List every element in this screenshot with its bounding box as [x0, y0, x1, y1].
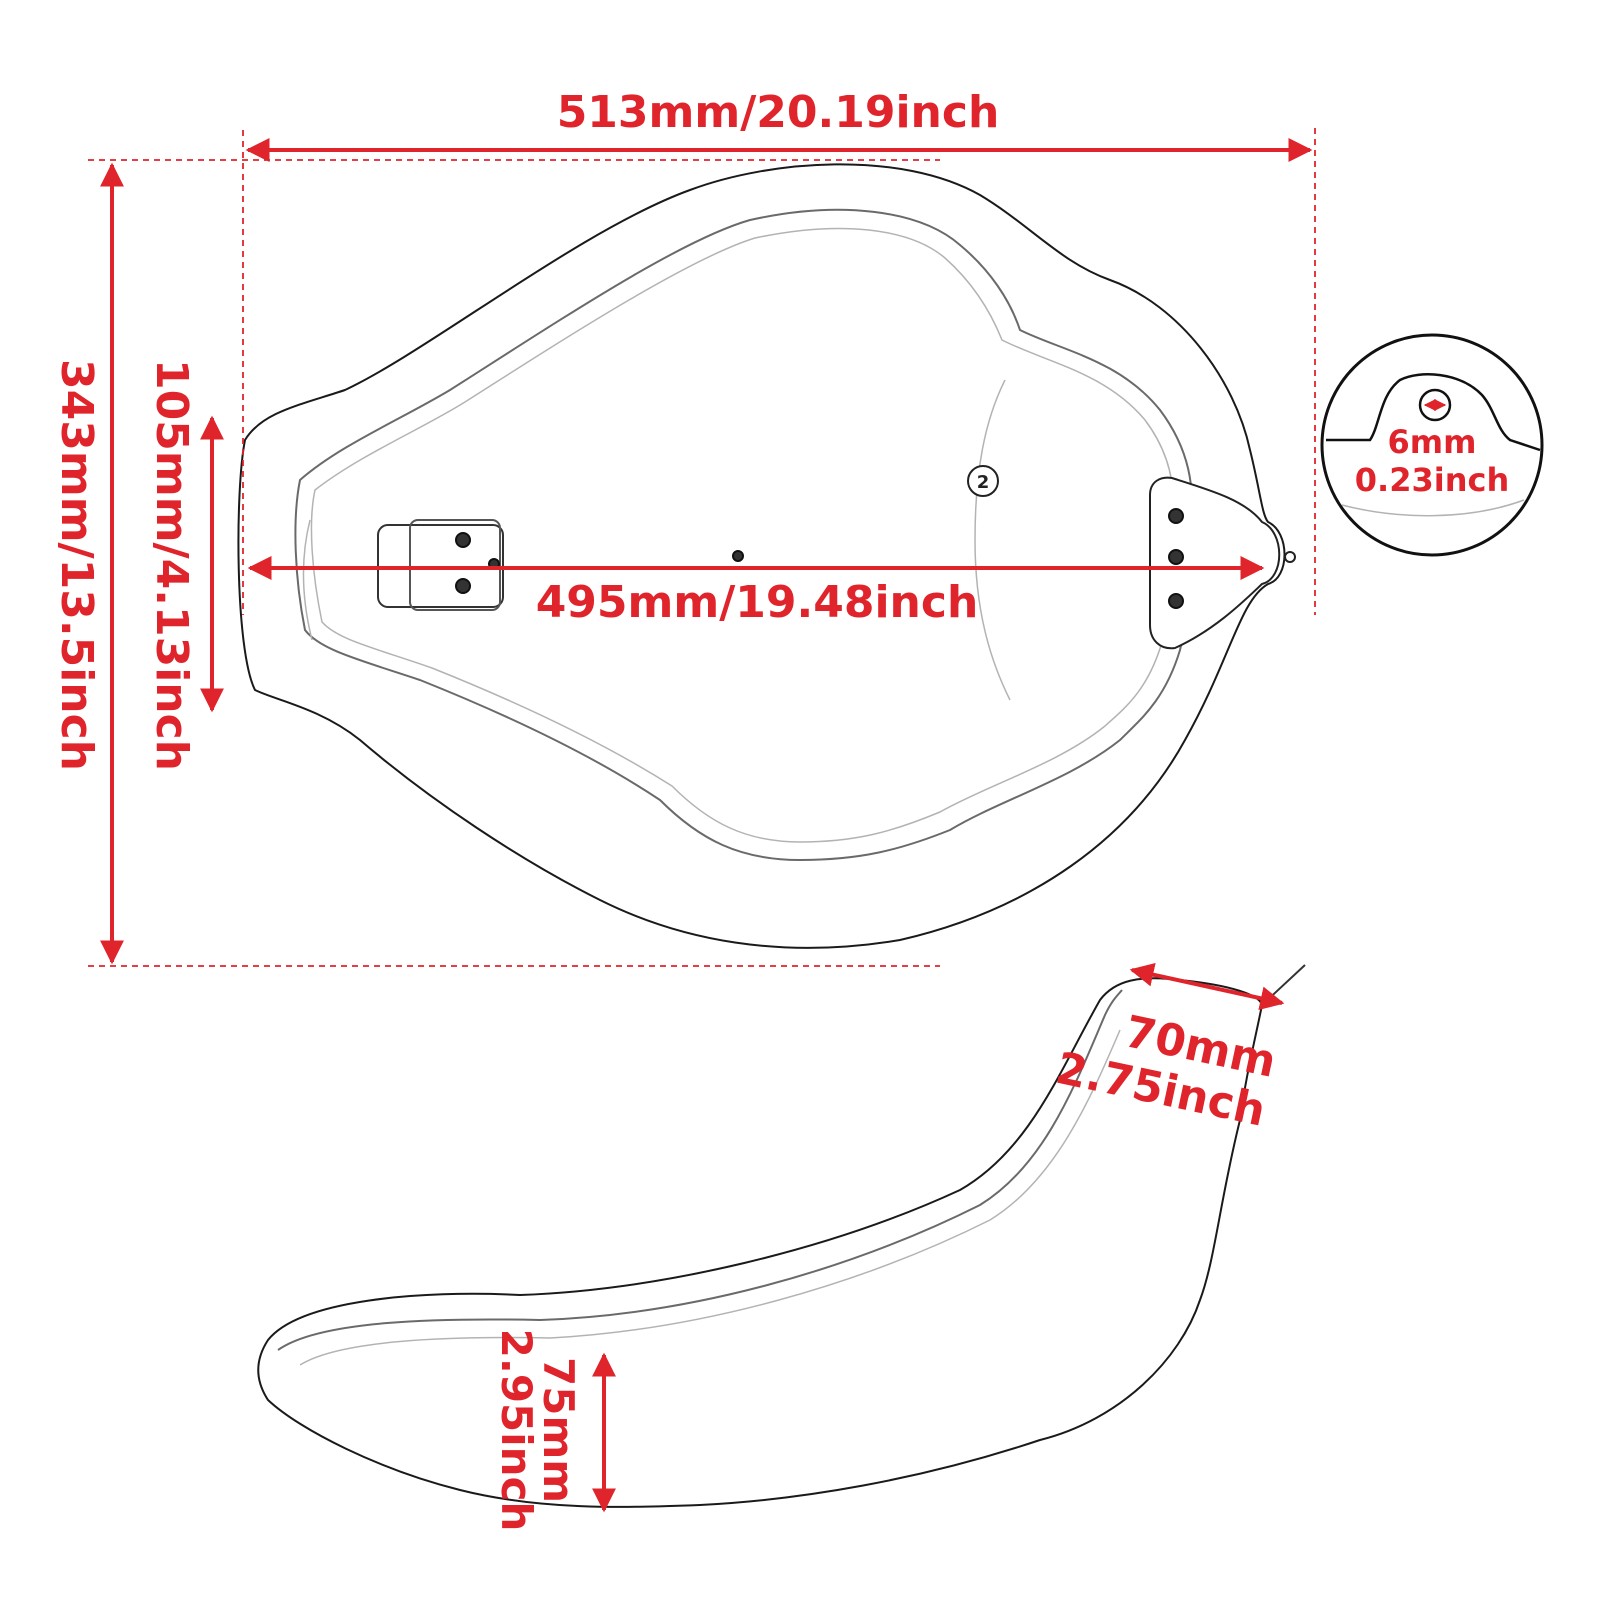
- center-length-label: 495mm/19.48inch: [536, 577, 979, 628]
- hole-detail-tab: [1326, 373, 1541, 452]
- rear-bolt-3: [1168, 593, 1184, 609]
- front-bolt-2: [455, 578, 471, 594]
- seat-nose-contour: [302, 519, 313, 641]
- seat-side-outline: [257, 977, 1263, 1508]
- rear-tab-hole: [1284, 551, 1296, 563]
- seat-height-inch: 2.95inch: [492, 1329, 541, 1532]
- overall-length-label: 343mm/13.5inch: [51, 359, 102, 771]
- rear-depth-arrow: [1129, 962, 1285, 1011]
- overall-width-label: 513mm/20.19inch: [557, 87, 1000, 138]
- seat-side-view: [257, 964, 1306, 1508]
- dimension-lines: [100, 138, 1313, 1513]
- front-bolt-1: [455, 532, 471, 548]
- seat-side-stitch-line: [277, 989, 1123, 1351]
- center-bolt: [732, 550, 744, 562]
- rear-bolt-2: [1168, 549, 1184, 565]
- rear-bolt-1: [1168, 508, 1184, 524]
- hole-size-inch: 0.23inch: [1355, 461, 1509, 499]
- nose-width-label: 105mm/4.13inch: [146, 359, 197, 771]
- mount-number-badge: [967, 465, 999, 497]
- seat-height-label-group: 75mm 2.95inch: [492, 1329, 583, 1532]
- mount-number: 2: [977, 472, 990, 493]
- hole-detail-view: 6mm 0.23inch: [1320, 333, 1544, 557]
- seat-height-mm: 75mm: [534, 1357, 583, 1503]
- hole-detail-circle: [1320, 333, 1544, 557]
- seat-rear-contour: [974, 379, 1011, 701]
- seat-side-contour: [299, 1029, 1121, 1366]
- seat-top-view: 2: [237, 163, 1296, 949]
- hole-detail-edge: [1341, 499, 1525, 517]
- dimension-labels: 513mm/20.19inch 343mm/13.5inch 105mm/4.1…: [51, 87, 1280, 1531]
- hole-size-mm: 6mm: [1388, 423, 1477, 461]
